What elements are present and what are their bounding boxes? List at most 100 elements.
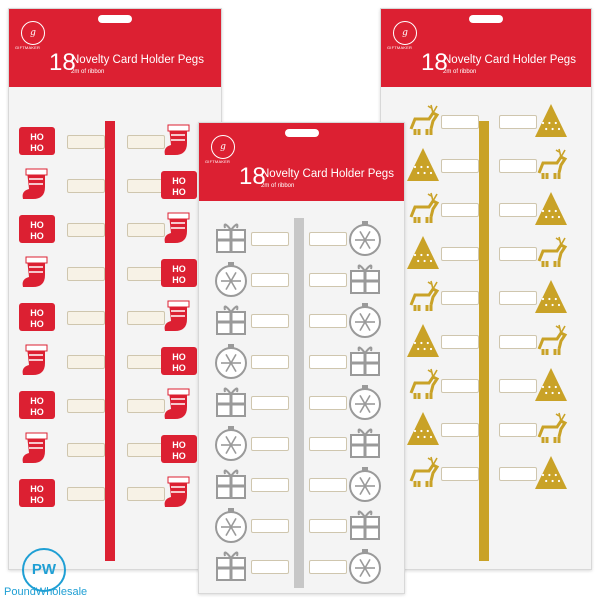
stocking-icon [159, 385, 199, 425]
wooden-peg [309, 232, 347, 246]
reindeer-icon [531, 409, 571, 449]
christmas-tree-icon [403, 145, 443, 185]
reindeer-icon [531, 321, 571, 361]
pack-count: 18 [239, 163, 266, 190]
svg-text:HO: HO [30, 495, 44, 505]
wooden-peg [441, 291, 479, 305]
svg-text:HO: HO [30, 396, 44, 406]
wooden-peg [441, 203, 479, 217]
brand-name: GIFTMAKER [387, 45, 413, 50]
christmas-tree-icon [531, 101, 571, 141]
wooden-peg [499, 423, 537, 437]
snowflake-bauble-icon [345, 300, 385, 340]
wooden-peg [441, 335, 479, 349]
hang-hole [98, 15, 132, 23]
hang-hole [284, 129, 319, 137]
wooden-peg [499, 379, 537, 393]
wooden-peg [127, 399, 165, 413]
christmas-tree-icon [531, 453, 571, 493]
wooden-peg [67, 355, 105, 369]
product-pack-silver: g GIFTMAKER 18 Novelty Card Holder Pegs … [198, 122, 405, 594]
svg-text:HO: HO [172, 352, 186, 362]
stocking-icon [159, 473, 199, 513]
wooden-peg [67, 399, 105, 413]
wooden-peg [251, 560, 289, 574]
christmas-tree-icon [403, 409, 443, 449]
ribbon [479, 121, 489, 561]
wooden-peg [499, 467, 537, 481]
wooden-peg [441, 115, 479, 129]
snowflake-bauble-icon [211, 423, 251, 463]
wooden-peg [309, 396, 347, 410]
pack-count: 18 [421, 49, 448, 76]
present-icon [345, 423, 385, 463]
present-icon [211, 300, 251, 340]
brand-logo-icon: g [393, 21, 417, 45]
wooden-peg [67, 223, 105, 237]
wooden-peg [309, 519, 347, 533]
wooden-peg [67, 311, 105, 325]
pack-subtitle: 2m of ribbon [443, 69, 477, 75]
pack-header: g GIFTMAKER 18 Novelty Card Holder Pegs … [381, 9, 591, 87]
wooden-peg [309, 355, 347, 369]
wooden-peg [251, 437, 289, 451]
product-pack-gold: g GIFTMAKER 18 Novelty Card Holder Pegs … [380, 8, 592, 570]
stocking-icon [159, 209, 199, 249]
watermark-text: PoundWholesale [4, 586, 88, 598]
snowflake-bauble-icon [345, 546, 385, 586]
svg-text:HO: HO [30, 132, 44, 142]
wooden-peg [251, 519, 289, 533]
reindeer-icon [531, 145, 571, 185]
wooden-peg [499, 203, 537, 217]
pack-subtitle: 2m of ribbon [71, 69, 105, 75]
pack-header: g GIFTMAKER 18 Novelty Card Holder Pegs … [9, 9, 221, 87]
wooden-peg [441, 423, 479, 437]
wooden-peg [309, 273, 347, 287]
pack-count: 18 [49, 49, 76, 76]
wooden-peg [67, 135, 105, 149]
wooden-peg [251, 396, 289, 410]
svg-text:HO: HO [30, 143, 44, 153]
svg-text:HO: HO [172, 187, 186, 197]
svg-text:HO: HO [30, 231, 44, 241]
pack-title: Novelty Card Holder Pegs [443, 54, 576, 66]
stocking-icon [17, 253, 57, 293]
reindeer-icon [403, 101, 443, 141]
wooden-peg [499, 247, 537, 261]
stocking-icon [17, 429, 57, 469]
wooden-peg [441, 247, 479, 261]
wooden-peg [309, 478, 347, 492]
reindeer-icon [531, 233, 571, 273]
svg-text:HO: HO [30, 484, 44, 494]
brand-name: GIFTMAKER [205, 159, 231, 164]
reindeer-icon [403, 189, 443, 229]
stocking-icon [17, 165, 57, 205]
wooden-peg [309, 560, 347, 574]
present-icon [211, 464, 251, 504]
christmas-tree-icon [531, 277, 571, 317]
wooden-peg [127, 223, 165, 237]
stocking-icon [159, 121, 199, 161]
brand-logo-icon: g [21, 21, 45, 45]
snowflake-bauble-icon [345, 218, 385, 258]
svg-text:HO: HO [30, 308, 44, 318]
snowflake-bauble-icon [345, 382, 385, 422]
hang-hole [469, 15, 503, 23]
wooden-peg [251, 232, 289, 246]
wooden-peg [499, 115, 537, 129]
reindeer-icon [403, 453, 443, 493]
wooden-peg [127, 311, 165, 325]
svg-text:HO: HO [30, 220, 44, 230]
wooden-peg [67, 179, 105, 193]
svg-text:HO: HO [30, 407, 44, 417]
snowflake-bauble-icon [211, 341, 251, 381]
svg-text:HO: HO [172, 264, 186, 274]
poundwholesale-logo: PW [22, 548, 66, 592]
pack-subtitle: 2m of ribbon [261, 183, 295, 189]
